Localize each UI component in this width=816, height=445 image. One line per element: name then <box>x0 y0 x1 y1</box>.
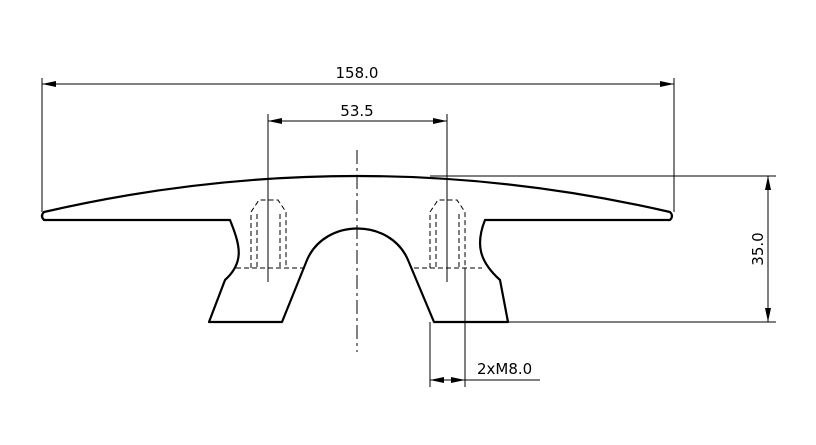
cleat-outline <box>40 174 674 324</box>
dimension-text-hole-spacing: 53.5 <box>340 102 373 120</box>
hidden-hole-right <box>414 199 482 269</box>
hidden-hole-left <box>236 199 303 269</box>
dimension-height: 35.0 <box>430 175 776 323</box>
dimension-overall-width: 158.0 <box>41 64 675 212</box>
dimension-thread: 2xM8.0 <box>429 268 540 387</box>
dimension-text-height: 35.0 <box>749 232 767 265</box>
dimension-hole-spacing: 53.5 <box>267 102 448 282</box>
dimension-text-thread: 2xM8.0 <box>477 360 532 378</box>
dimension-text-overall-width: 158.0 <box>336 64 379 82</box>
